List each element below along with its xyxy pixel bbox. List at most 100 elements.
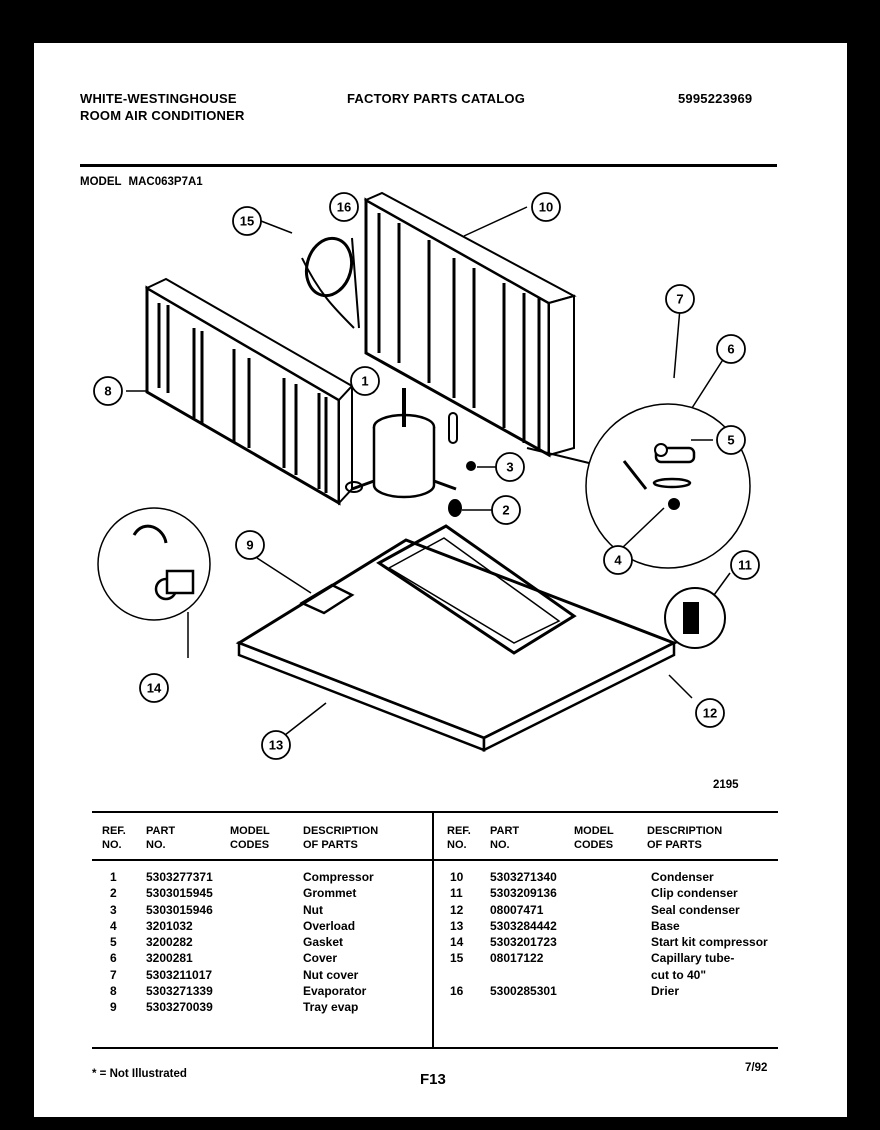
condenser-coil-illustration <box>363 191 577 458</box>
model-line: MODEL MAC063P7A1 <box>80 176 203 188</box>
callout-5: 5 <box>727 433 734 448</box>
table-row-part: 5303211017 <box>146 967 213 982</box>
table-row-part: 5303015945 <box>146 886 213 901</box>
callout-15: 15 <box>240 214 254 229</box>
table-row-ref: 6 <box>110 951 117 966</box>
table-row-ref: 4 <box>110 918 117 933</box>
table-row-part: 5303277371 <box>146 870 213 884</box>
callout-6: 6 <box>727 342 734 357</box>
table-row-desc: Gasket <box>303 935 344 950</box>
callout-4: 4 <box>614 553 622 568</box>
page-number: F13 <box>420 1071 446 1088</box>
table-row-desc: Capillary tube- <box>651 951 735 966</box>
table-top-rule <box>92 811 778 813</box>
model-number: MAC063P7A1 <box>128 176 203 188</box>
table-row-ref: 14 <box>450 935 464 950</box>
table-row-part: 3201032 <box>146 918 193 933</box>
table-row-part: 5303270039 <box>146 1000 213 1015</box>
callout-1: 1 <box>361 374 368 389</box>
callout-12: 12 <box>703 706 717 721</box>
table-row-part: 5303284442 <box>490 918 557 933</box>
catalog-title: FACTORY PARTS CATALOG <box>347 91 526 106</box>
table-row-part: 08007471 <box>490 902 544 917</box>
table-row-part: 5303271340 <box>490 870 557 884</box>
callout-13: 13 <box>269 738 283 753</box>
table-row-desc: Clip condenser <box>651 886 738 901</box>
brand-header: WHITE-WESTINGHOUSE ROOM AIR CONDITIONER <box>80 90 245 124</box>
table-row-ref: 1 <box>110 870 117 884</box>
table-row-desc: Nut <box>303 902 323 917</box>
table-row-ref: 12 <box>450 902 464 917</box>
table-row-desc: Grommet <box>303 886 357 901</box>
left-part-column: 5303277371 5303015945 5303015946 3201032… <box>146 869 213 1016</box>
right-desc-column: Condenser Clip condenser Seal condenser … <box>651 869 768 999</box>
brand-line-1: WHITE-WESTINGHOUSE <box>80 91 237 106</box>
table-header-rule <box>92 859 778 861</box>
right-part-column: 5303271340 5303209136 08007471 530328444… <box>490 869 557 999</box>
table-row-ref: 10 <box>450 870 464 884</box>
catalog-number: 5995223969 <box>678 91 753 106</box>
exploded-parts-diagram: 1 2 3 4 5 6 7 8 9 10 11 12 13 14 15 16 <box>93 191 760 760</box>
table-row-desc: Drier <box>651 984 680 999</box>
table-row-ref: 3 <box>110 902 117 917</box>
brand-line-2: ROOM AIR CONDITIONER <box>80 108 245 123</box>
table-bottom-rule <box>92 1047 778 1049</box>
callout-16: 16 <box>337 200 351 215</box>
table-row-ref: 5 <box>110 935 117 950</box>
table-row-ref: 7 <box>110 967 117 982</box>
table-row-desc: Compressor <box>303 870 374 884</box>
not-illustrated-note: * = Not Illustrated <box>92 1068 187 1080</box>
drawing-number: 2195 <box>713 779 739 791</box>
table-row-ref: 2 <box>110 886 117 901</box>
revision-date: 7/92 <box>745 1062 768 1074</box>
model-label: MODEL <box>80 176 122 188</box>
left-desc-column: Compressor Grommet Nut Overload Gasket C… <box>303 869 374 1016</box>
table-row-desc: Overload <box>303 918 356 933</box>
callout-10: 10 <box>539 200 553 215</box>
table-row-desc-continued: cut to 40" <box>651 967 707 982</box>
table-row-ref: 8 <box>110 984 117 999</box>
table-row-desc: Evaporator <box>303 984 367 999</box>
right-ref-column: 10 11 12 13 14 15 16 <box>450 869 463 999</box>
callout-8: 8 <box>104 384 111 399</box>
callout-7: 7 <box>676 292 683 307</box>
compressor-illustration <box>345 388 458 499</box>
header-ref-no-right: REF.NO. <box>447 825 471 851</box>
table-row-part: 5303209136 <box>490 886 557 901</box>
table-row-part: 3200281 <box>146 951 193 966</box>
callout-2: 2 <box>502 503 509 518</box>
table-row-part: 3200282 <box>146 935 193 950</box>
table-row-ref: 11 <box>450 886 463 901</box>
callout-9: 9 <box>246 538 253 553</box>
table-row-ref: 9 <box>110 1000 117 1015</box>
table-column-divider <box>432 811 434 1047</box>
callout-11: 11 <box>738 558 752 573</box>
table-row-desc: Base <box>651 918 680 933</box>
table-row-part: 08017122 <box>490 951 544 966</box>
table-row-desc: Start kit compressor <box>651 935 768 950</box>
left-ref-column: 1 2 3 4 5 6 7 8 9 <box>110 869 117 1016</box>
table-row-desc: Condenser <box>651 870 714 884</box>
evaporator-coil-illustration <box>144 277 354 506</box>
table-row-ref: 15 <box>450 951 464 966</box>
table-row-part: 5303015946 <box>146 902 213 917</box>
header-ref-no: REF.NO. <box>102 825 126 851</box>
table-row-desc: Tray evap <box>303 1000 359 1015</box>
header-divider <box>80 164 777 167</box>
callout-14: 14 <box>147 681 162 696</box>
table-row-ref: 13 <box>450 918 464 933</box>
callout-3: 3 <box>506 460 513 475</box>
table-row-desc: Nut cover <box>303 967 359 982</box>
table-row-part: 5303201723 <box>490 935 557 950</box>
table-row-part: 5303271339 <box>146 984 213 999</box>
table-row-desc: Seal condenser <box>651 902 740 917</box>
table-row-part: 5300285301 <box>490 984 557 999</box>
table-row-desc: Cover <box>303 951 338 966</box>
catalog-page: WHITE-WESTINGHOUSE ROOM AIR CONDITIONER … <box>34 43 847 1117</box>
